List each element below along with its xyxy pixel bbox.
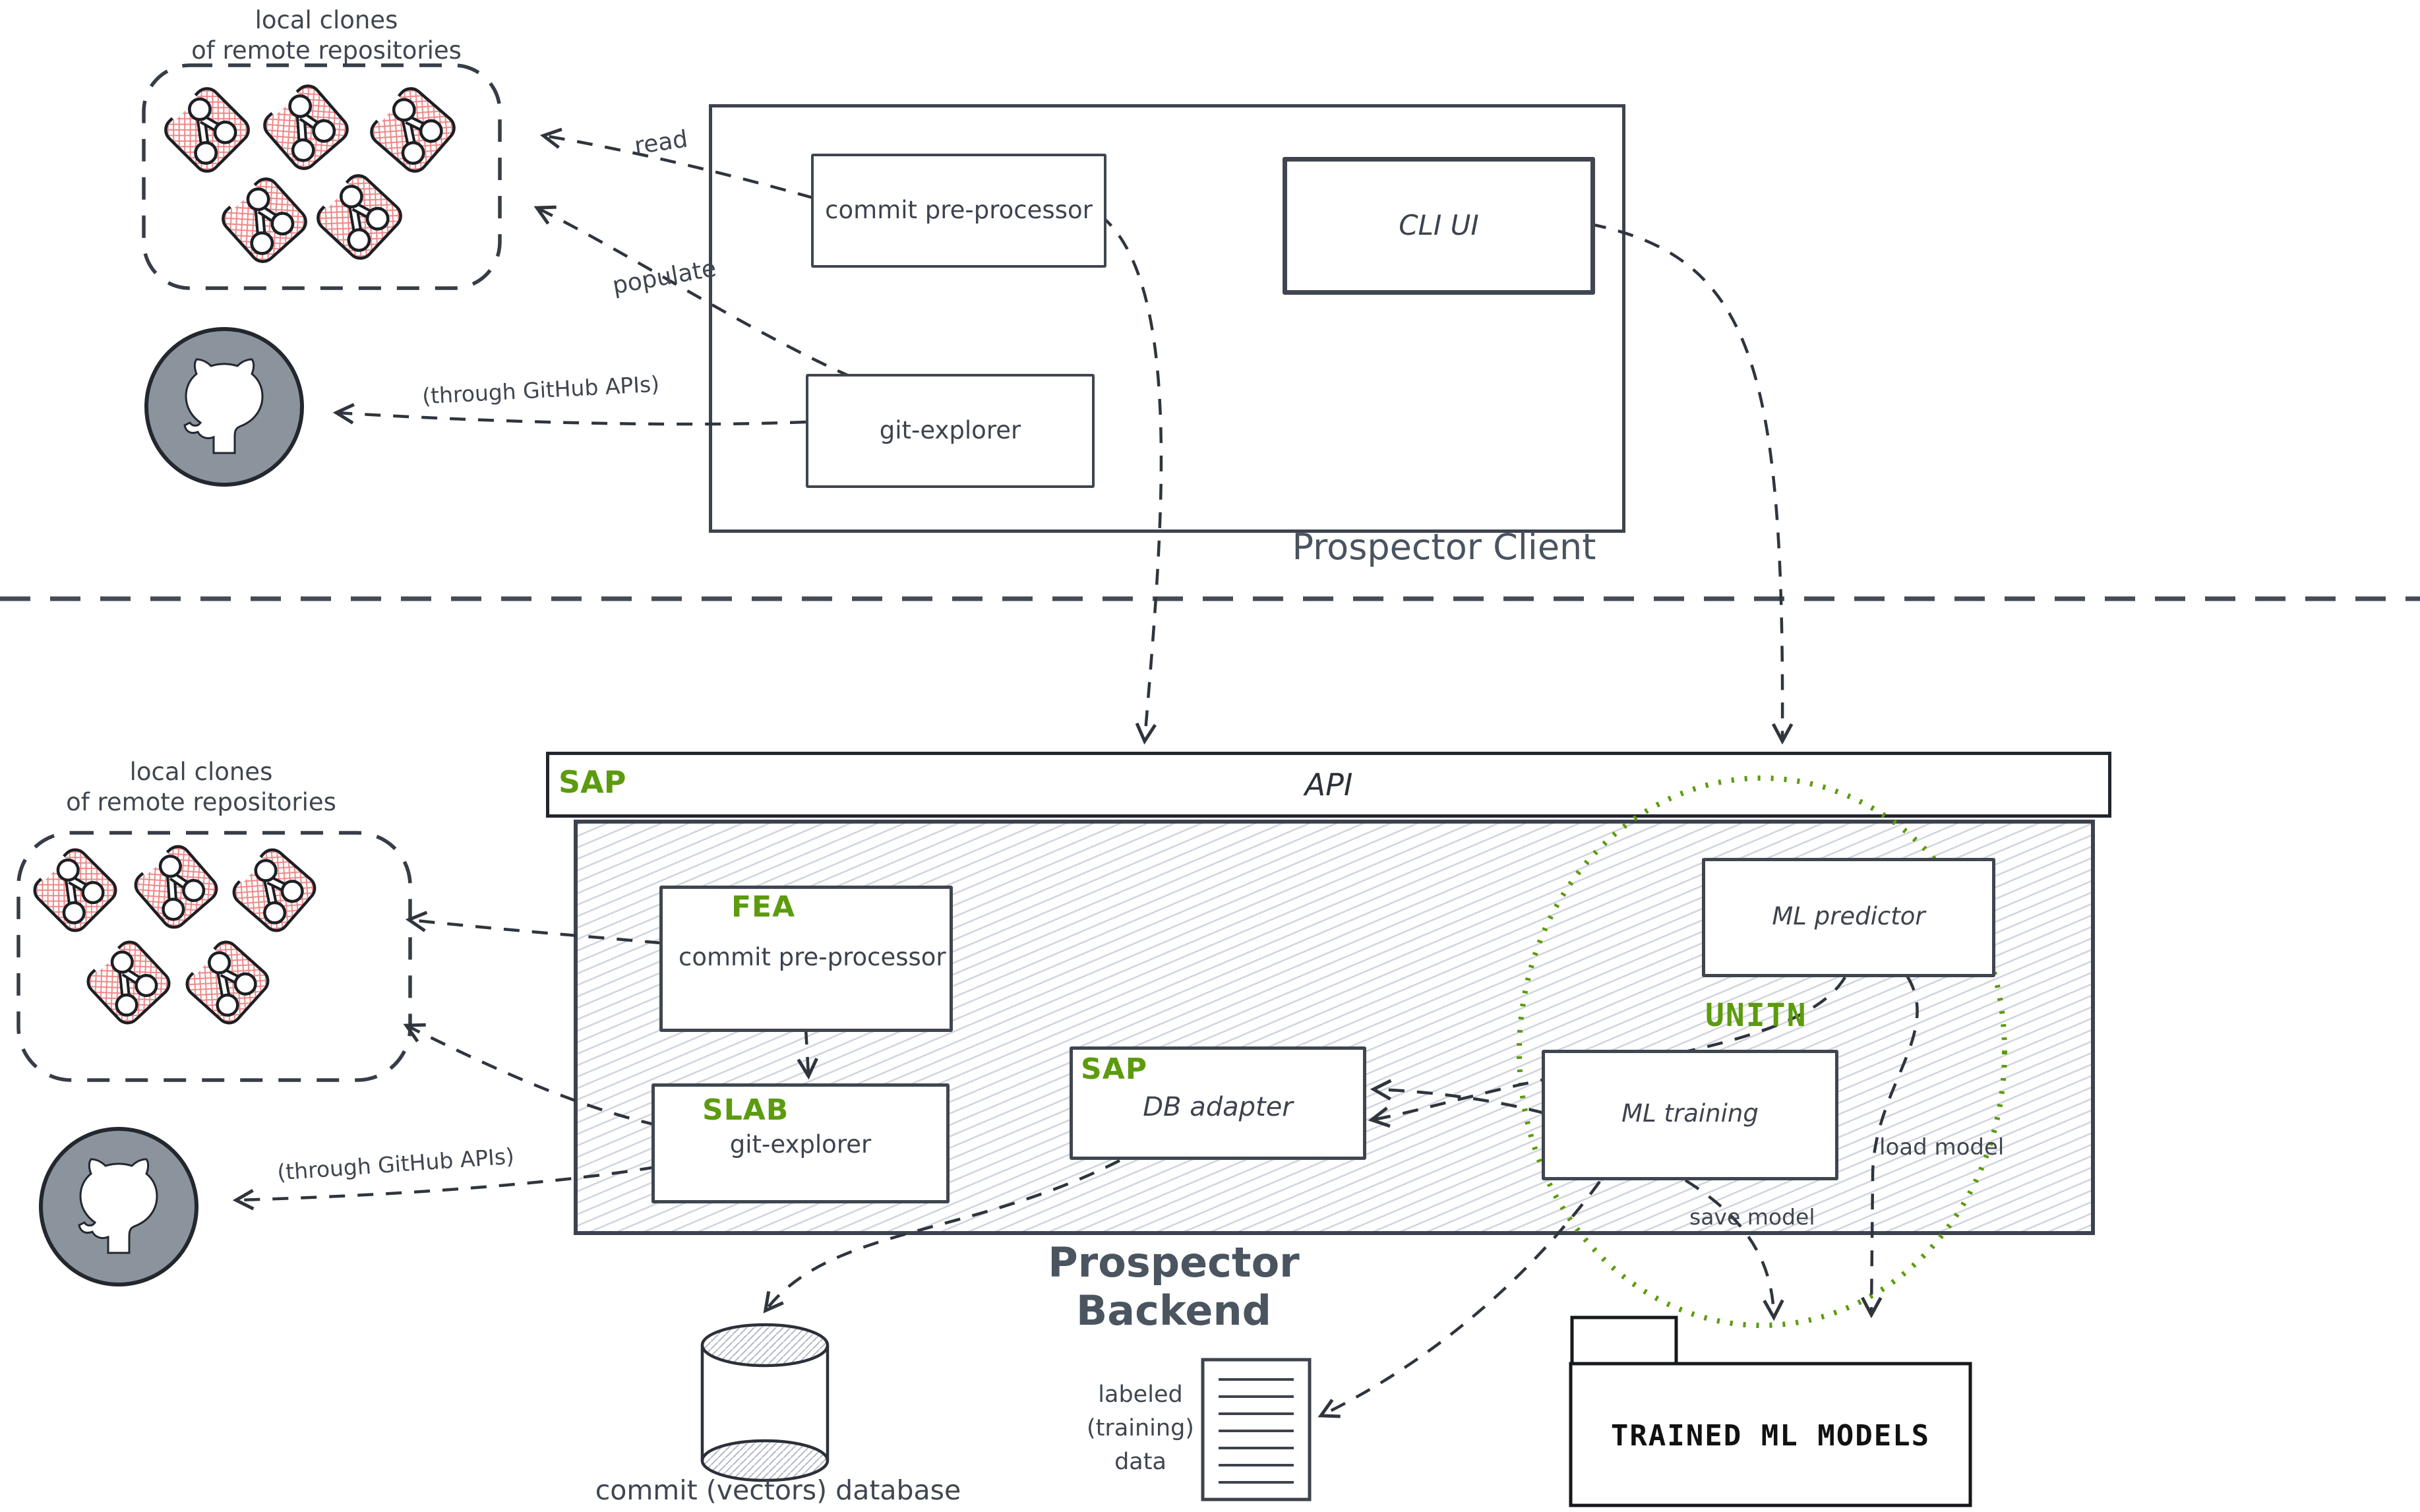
- unitn-label: UNITN: [1705, 997, 1807, 1034]
- slab-git-explorer-box: SLAB git-explorer: [651, 1083, 950, 1203]
- prospector-backend-title: Prospector Backend: [1048, 1238, 1300, 1335]
- read-arrow-label: read: [632, 125, 690, 160]
- db-adapter-label: DB adapter: [1143, 1092, 1293, 1122]
- prospector-client-title: Prospector Client: [1292, 526, 1596, 568]
- github-icon-top: [146, 329, 302, 485]
- client-commit-preprocessor-label: commit pre-processor: [825, 196, 1093, 224]
- slab-tag: SLAB: [702, 1093, 789, 1127]
- api-bar: SAP API: [546, 752, 2111, 818]
- trained-models-folder: [1569, 1315, 1972, 1507]
- ml-predictor-label: ML predictor: [1772, 902, 1925, 930]
- ml-training-box: ML training: [1542, 1050, 1838, 1180]
- client-git-explorer-box: git-explorer: [806, 374, 1095, 488]
- populate-arrow-label: populate: [610, 255, 719, 300]
- repos-bottom-boundary: [16, 831, 412, 1082]
- ml-predictor-box: ML predictor: [1702, 858, 1995, 977]
- trained-ml-models-label: TRAINED ML MODELS: [1610, 1419, 1931, 1453]
- db-adapter-box: SAP DB adapter: [1070, 1046, 1366, 1160]
- ml-training-label: ML training: [1621, 1099, 1759, 1128]
- api-label: API: [1304, 767, 1353, 802]
- labeled-data-label: labeled (training) data: [1087, 1381, 1194, 1475]
- api-sap-tag: SAP: [559, 764, 626, 800]
- load-model-label: load model: [1879, 1134, 2005, 1161]
- slab-label: git-explorer: [729, 1130, 872, 1159]
- repos-top-boundary: [142, 63, 502, 290]
- through-github-apis-top-label: (through GitHub APIs): [421, 371, 660, 409]
- db-adapter-sap-tag: SAP: [1081, 1052, 1147, 1086]
- fea-tag: FEA: [731, 890, 796, 924]
- client-git-explorer-label: git-explorer: [879, 416, 1021, 444]
- fea-commit-preprocessor-box: FEA commit pre-processor: [659, 886, 953, 1032]
- cli-ui-label: CLI UI: [1399, 209, 1479, 241]
- through-github-apis-bottom-label: (through GitHub APIs): [276, 1143, 516, 1186]
- fea-label: commit pre-processor: [679, 943, 946, 971]
- labeled-data-document-icon: [1201, 1358, 1312, 1501]
- client-commit-preprocessor-box: commit pre-processor: [811, 154, 1106, 268]
- save-model-label: save model: [1689, 1204, 1815, 1230]
- github-icon-bottom: [41, 1129, 197, 1285]
- database-cylinder-icon: [700, 1323, 830, 1482]
- commit-database-label: commit (vectors) database: [595, 1474, 961, 1506]
- cli-ui-box: CLI UI: [1283, 157, 1595, 295]
